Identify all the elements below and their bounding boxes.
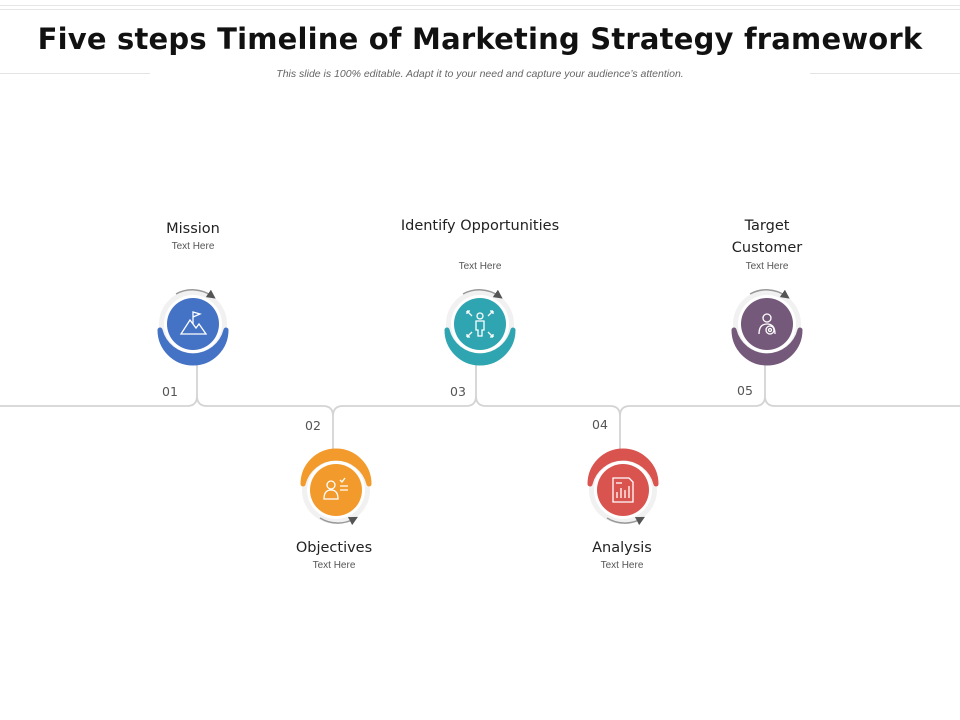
step-1-node: [157, 289, 229, 366]
page-title: Five steps Timeline of Marketing Strateg…: [37, 22, 923, 56]
step-4-circle: [597, 464, 649, 516]
step-2-title: Objectives: [295, 540, 373, 556]
subtitle-rule-right: [810, 73, 960, 74]
step-5-number: 05: [737, 383, 753, 398]
step-3-node: [444, 289, 516, 366]
step-5-text: Text Here: [745, 261, 789, 272]
step-4-node: [587, 448, 659, 526]
top-rule: [0, 5, 960, 6]
step-5-node: [731, 289, 803, 366]
page-subtitle: This slide is 100% editable. Adapt it to…: [276, 68, 684, 80]
step-4-title: Analysis: [592, 540, 652, 556]
step-2-circle: [310, 464, 362, 516]
step-3-text: Text Here: [458, 261, 502, 272]
timeline-connector: [0, 358, 960, 452]
step-3-circle: [454, 298, 506, 350]
person-arrows-icon: [466, 310, 494, 338]
step-1-number: 01: [162, 384, 178, 399]
step-5-title: Target Customer: [731, 218, 803, 256]
step-3-title: Identify Opportunities: [400, 218, 560, 234]
subtitle-rule-left: [0, 73, 150, 74]
mountain-flag-icon: [179, 311, 208, 335]
person-target-icon: [758, 313, 776, 335]
report-chart-icon: [612, 477, 634, 503]
step-3-number: 03: [450, 384, 466, 399]
step-1-title: Mission: [166, 221, 220, 237]
step-2-number: 02: [305, 418, 321, 433]
top-rule: [0, 9, 960, 10]
step-2-node: [300, 448, 372, 526]
person-checklist-icon: [323, 477, 348, 500]
step-2-text: Text Here: [312, 560, 356, 571]
step-4-number: 04: [592, 417, 608, 432]
step-1-text: Text Here: [171, 241, 215, 252]
step-4-text: Text Here: [600, 560, 644, 571]
